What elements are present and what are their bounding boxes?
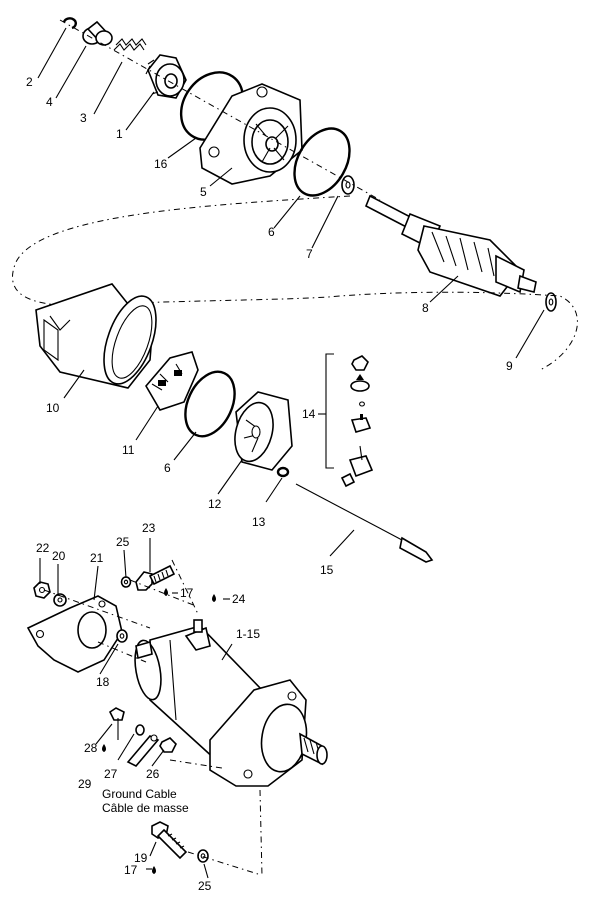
washer-25-bottom — [197, 849, 209, 863]
frame-10 — [35, 283, 157, 389]
callout-27: 27 — [104, 767, 118, 781]
ground-cable-label-fr: Câble de masse — [102, 801, 189, 815]
end-cap-12 — [234, 391, 293, 471]
washer-25-top — [120, 576, 132, 588]
callout-7: 7 — [306, 247, 313, 261]
callout-20: 20 — [52, 549, 66, 563]
terminal-kit-14 — [318, 353, 374, 488]
callout-29: 29 — [78, 777, 92, 791]
nut-22 — [33, 581, 51, 599]
stop-collar-4 — [82, 20, 113, 46]
bolt-23 — [135, 564, 176, 591]
bolt-28 — [108, 707, 125, 740]
callout-16: 16 — [154, 157, 168, 171]
drop-icon-17a — [164, 588, 168, 596]
callout-21: 21 — [90, 551, 104, 565]
callout-25-bottom: 25 — [198, 879, 212, 893]
nut-26 — [159, 737, 177, 753]
washer-9 — [545, 292, 557, 312]
callout-15: 15 — [320, 563, 334, 577]
callout-19: 19 — [134, 851, 148, 865]
callout-3: 3 — [80, 111, 87, 125]
o-ring-13 — [276, 466, 290, 478]
drop-icon-24 — [212, 594, 216, 602]
pinion-gear-1 — [145, 54, 187, 99]
o-ring-6-front — [293, 127, 351, 197]
ground-cable-label-en: Ground Cable — [102, 787, 177, 801]
callout-22: 22 — [36, 541, 50, 555]
callout-25-top: 25 — [116, 535, 130, 549]
ground-cable-terminal — [126, 734, 160, 767]
washer-18 — [116, 629, 128, 643]
callout-10: 10 — [46, 401, 60, 415]
callout-23: 23 — [142, 521, 156, 535]
end-housing-5 — [199, 83, 303, 185]
callout-14: 14 — [302, 407, 316, 421]
washer-27 — [135, 724, 145, 736]
callout-6-front: 6 — [268, 225, 275, 239]
callout-11: 11 — [122, 443, 135, 457]
callout-18: 18 — [96, 675, 110, 689]
callout-9: 9 — [506, 359, 513, 373]
callout-17-bottom: 17 — [124, 863, 138, 877]
brush-plate-11 — [145, 351, 199, 411]
callout-26: 26 — [146, 767, 160, 781]
drop-icon-29 — [102, 744, 106, 752]
callout-1-15: 1-15 — [236, 627, 260, 641]
spring-3 — [113, 38, 147, 51]
callout-4: 4 — [46, 95, 53, 109]
through-bolt-15 — [295, 483, 434, 563]
bolt-19 — [151, 821, 188, 860]
callout-1: 1 — [116, 127, 123, 141]
callout-13: 13 — [252, 515, 266, 529]
o-ring-6-rear — [184, 370, 236, 438]
snap-ring-2 — [62, 17, 77, 30]
callout-12: 12 — [208, 497, 222, 511]
armature-8 — [364, 194, 537, 297]
starter-assembly-1-15 — [134, 619, 328, 787]
washer-7 — [341, 175, 355, 195]
callout-6-rear: 6 — [164, 461, 171, 475]
bracket-21 — [26, 595, 123, 673]
callout-17-top: 17 — [180, 586, 194, 600]
callout-2: 2 — [26, 75, 33, 89]
callout-5: 5 — [200, 185, 207, 199]
callout-24: 24 — [232, 592, 246, 606]
drop-icon-17b — [152, 866, 156, 874]
leader-lines — [37, 27, 545, 879]
callout-28: 28 — [84, 741, 98, 755]
callout-8: 8 — [422, 301, 429, 315]
